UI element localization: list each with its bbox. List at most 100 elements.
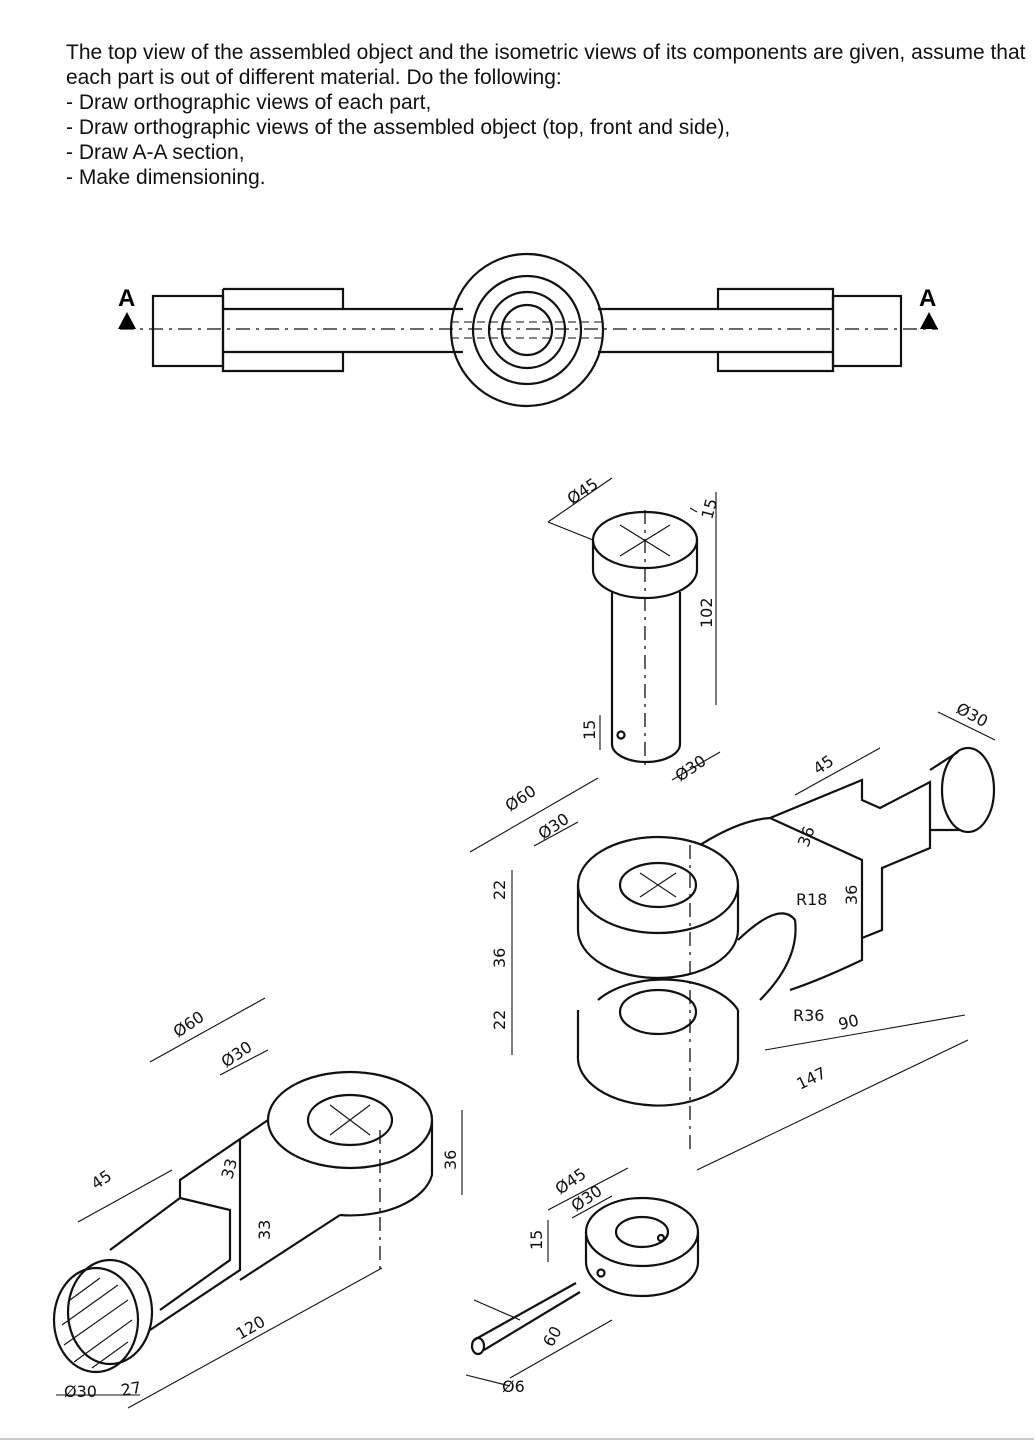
assembly-top-view: A A bbox=[118, 252, 938, 408]
dim-line bbox=[533, 821, 579, 847]
eye-rod-ring-side bbox=[339, 1120, 434, 1217]
eye-dim-w33b: 33 bbox=[255, 1220, 274, 1240]
fork-end-shaft bbox=[940, 746, 996, 834]
leader-line bbox=[473, 1299, 521, 1321]
fork-end-edge bbox=[929, 751, 959, 771]
dim-line bbox=[547, 1167, 629, 1211]
fork-lower-ring-top bbox=[597, 978, 739, 1011]
dim-line bbox=[696, 1039, 969, 1171]
right-arm-body bbox=[598, 287, 835, 373]
pin-cross bbox=[619, 524, 671, 557]
dim-line bbox=[509, 1319, 613, 1379]
eye-rod-slot bbox=[159, 1196, 232, 1311]
eye-rod-ring-hole bbox=[306, 1093, 394, 1147]
fork-dim-w36: 36 bbox=[794, 824, 819, 850]
hatch-line bbox=[63, 1299, 129, 1346]
taper-pin-end bbox=[470, 1336, 486, 1356]
collar-pin-hole bbox=[656, 1233, 666, 1243]
dim-line bbox=[149, 997, 266, 1063]
collar-pin-hole bbox=[596, 1268, 606, 1278]
pin-isometric: Ø45 15 102 15 Ø30 bbox=[547, 474, 722, 785]
eye-rod-hatch bbox=[61, 1277, 133, 1369]
dim-line bbox=[937, 711, 996, 741]
collar-hole bbox=[614, 1215, 670, 1249]
dim-line bbox=[547, 477, 613, 523]
bottom-divider bbox=[0, 1438, 1034, 1440]
hatch-line bbox=[61, 1284, 119, 1326]
taper-pin-isometric: 60 Ø6 bbox=[465, 1282, 613, 1396]
fork-lower-ring-side bbox=[576, 1010, 740, 1107]
fork-dim-d30end: Ø30 bbox=[953, 699, 991, 731]
section-label-left: A bbox=[118, 285, 135, 312]
fork-isometric: Ø60 Ø30 22 36 22 Ø30 45 36 36 R18 R36 90… bbox=[469, 699, 996, 1171]
eye-rod-end-face bbox=[52, 1266, 140, 1374]
taper-pin-body bbox=[473, 1282, 581, 1351]
pin-hole bbox=[616, 730, 626, 740]
dim-line bbox=[219, 1049, 269, 1076]
dim-line bbox=[127, 1267, 383, 1409]
center-cross bbox=[329, 1104, 371, 1136]
pin-dim-h15: 15 bbox=[698, 496, 722, 521]
instruction-item: - Draw orthographic views of each part, bbox=[66, 91, 432, 114]
section-arrow-left bbox=[118, 312, 136, 329]
eye-rod-isometric: Ø60 Ø30 36 33 33 45 120 Ø30 27 bbox=[52, 997, 463, 1409]
eye-dim-h36: 36 bbox=[441, 1150, 460, 1170]
eye-rod-body bbox=[109, 1119, 341, 1331]
fork-dim-h22a: 22 bbox=[490, 880, 509, 900]
dim-line bbox=[465, 1374, 511, 1387]
eye-rod-end-chamfer bbox=[66, 1258, 154, 1366]
fork-dim-l147: 147 bbox=[793, 1063, 829, 1093]
dim-line bbox=[571, 1195, 613, 1219]
dim-line bbox=[77, 1169, 173, 1223]
section-label-right: A bbox=[919, 285, 936, 312]
fork-arm-edge bbox=[769, 816, 864, 938]
fork-dim-r18: R18 bbox=[796, 890, 827, 909]
left-end-shaft bbox=[151, 294, 225, 368]
instruction-item: - Make dimensioning. bbox=[66, 166, 266, 189]
fork-upper-ring-side bbox=[576, 885, 740, 980]
instructions-list: - Draw orthographic views of each part, … bbox=[66, 90, 1026, 190]
instruction-item: - Draw orthographic views of the assembl… bbox=[66, 116, 731, 139]
eye-dim-d60: Ø60 bbox=[170, 1007, 208, 1041]
taper-dim-l60: 60 bbox=[539, 1323, 566, 1350]
section-arrow-right bbox=[920, 312, 938, 329]
fork-arm bbox=[699, 778, 932, 992]
fork-dim-h36: 36 bbox=[490, 948, 509, 968]
eye-outer-circle bbox=[449, 252, 605, 408]
fork-dim-d30: Ø30 bbox=[535, 809, 573, 843]
pin-dim-d30: Ø30 bbox=[672, 751, 710, 785]
eye-inner-circle bbox=[500, 303, 554, 357]
fork-dim-w36b: 36 bbox=[842, 885, 861, 905]
collar-isometric: Ø45 Ø30 15 bbox=[527, 1164, 700, 1298]
fork-upper-ring-hole bbox=[618, 861, 698, 909]
eye-dim-l27: 27 bbox=[119, 1378, 142, 1400]
collar-side bbox=[584, 1232, 700, 1298]
instructions-block: The top view of the assembled object and… bbox=[66, 40, 1026, 190]
collar-dim-h15: 15 bbox=[527, 1230, 546, 1250]
hatch-line bbox=[91, 1341, 129, 1369]
pin-dim-h15b: 15 bbox=[580, 720, 599, 740]
hatch-line bbox=[73, 1319, 133, 1363]
center-cross bbox=[639, 872, 677, 898]
right-end-shaft bbox=[831, 294, 903, 368]
fork-dim-r36: R36 bbox=[793, 1006, 824, 1025]
dim-line bbox=[794, 747, 881, 796]
collar-top bbox=[584, 1196, 700, 1268]
instruction-item: - Draw A-A section, bbox=[66, 141, 245, 164]
pin-dim-d45: Ø45 bbox=[564, 474, 602, 508]
eye-dim-l45: 45 bbox=[88, 1166, 116, 1193]
dim-line bbox=[469, 777, 599, 853]
taper-dim-d6: Ø6 bbox=[502, 1377, 525, 1396]
left-arm-body bbox=[221, 287, 463, 373]
instructions-intro: The top view of the assembled object and… bbox=[66, 41, 1026, 89]
pin-dim-l102: 102 bbox=[697, 597, 716, 628]
fork-slot-arc bbox=[737, 912, 797, 1001]
eye-dim-d30end: Ø30 bbox=[64, 1382, 97, 1401]
pin-shank bbox=[610, 592, 682, 764]
fork-dim-d60: Ø60 bbox=[502, 781, 540, 815]
fork-lower-ring-hole bbox=[618, 988, 698, 1036]
eye-dim-l120: 120 bbox=[233, 1312, 269, 1344]
ext-line bbox=[547, 521, 594, 541]
eye-pin-head-circle bbox=[487, 290, 567, 370]
eye-collar-circle bbox=[471, 274, 583, 386]
